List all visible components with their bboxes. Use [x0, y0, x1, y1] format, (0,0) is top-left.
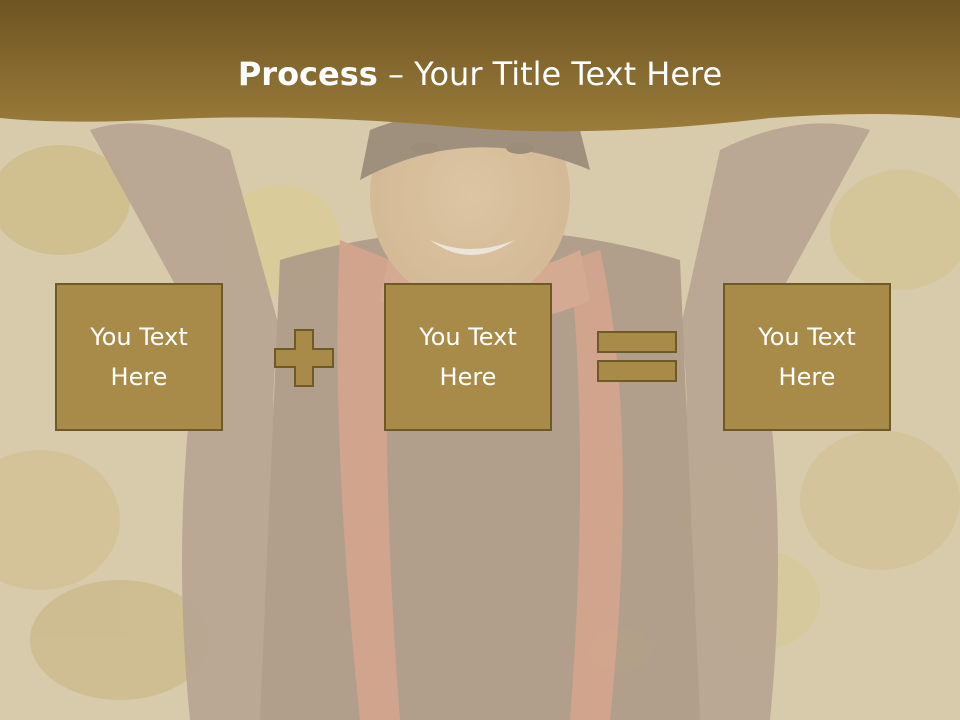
slide-title-rest: – Your Title Text Here	[377, 55, 723, 93]
process-box-2-text: You Text Here	[419, 323, 517, 391]
process-box-3-text: You Text Here	[758, 323, 856, 391]
slide-title-bold: Process	[237, 55, 378, 93]
plus-icon	[274, 329, 334, 387]
process-box-1-text: You Text Here	[90, 323, 188, 391]
process-box-3: You Text Here	[723, 283, 891, 431]
slide-title: Process – Your Title Text Here	[0, 52, 960, 96]
title-banner	[0, 0, 960, 132]
process-box-1: You Text Here	[55, 283, 223, 431]
process-box-2: You Text Here	[384, 283, 552, 431]
equals-icon	[597, 331, 677, 382]
